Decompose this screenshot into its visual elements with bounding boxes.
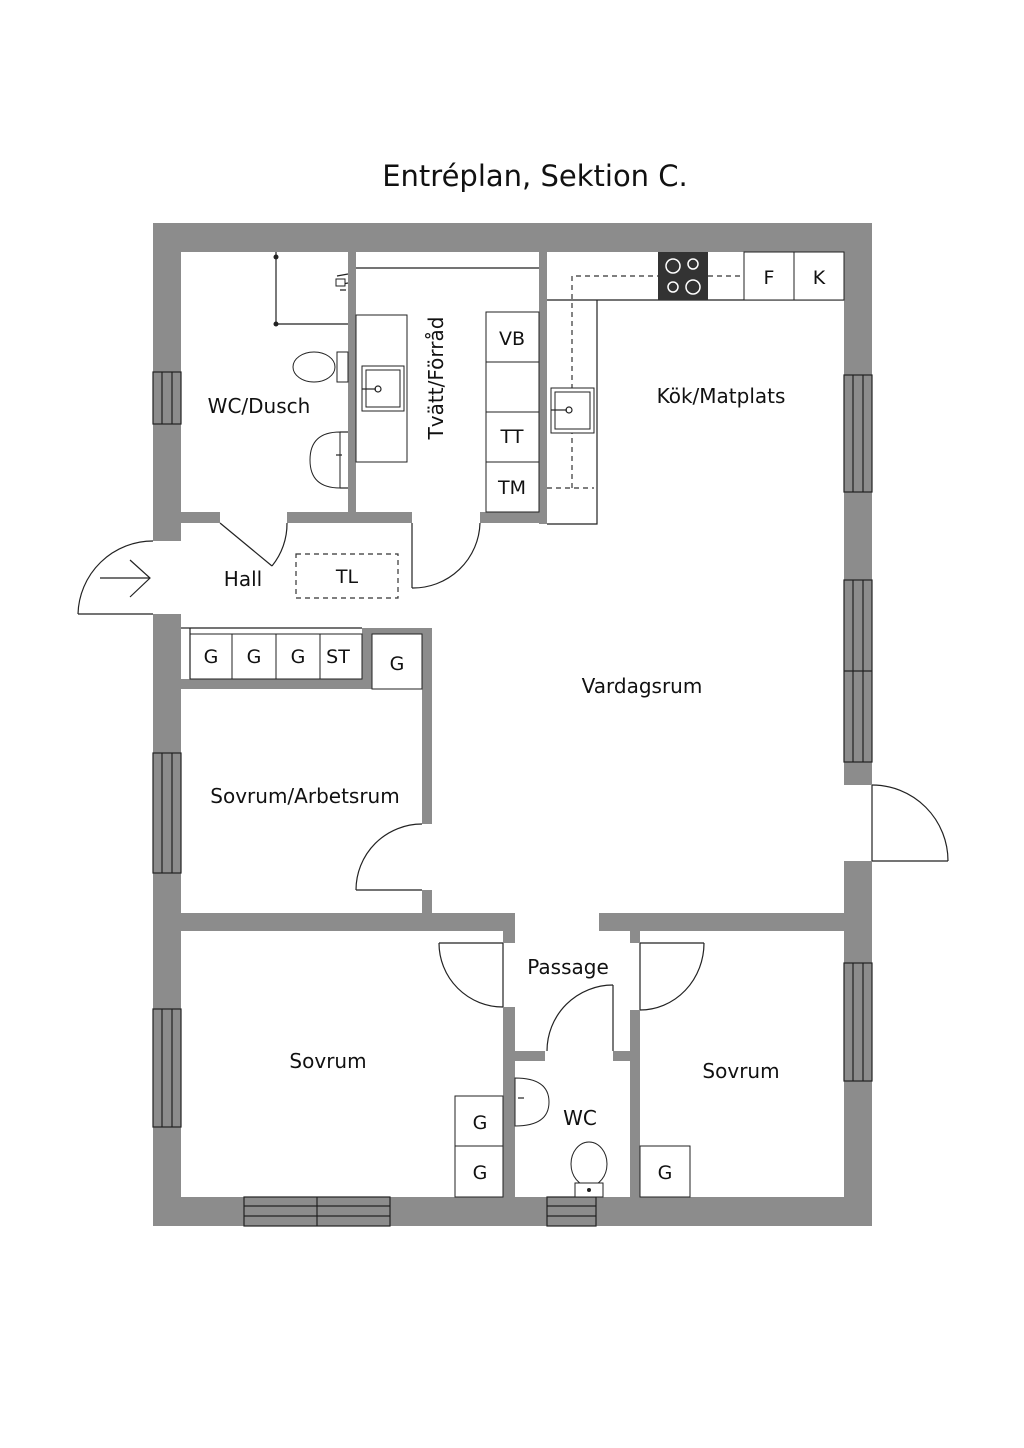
windows: [152, 371, 873, 1227]
walls: [153, 223, 872, 1226]
room-label-vardagsrum: Vardagsrum: [582, 674, 703, 698]
label-g: G: [204, 646, 219, 668]
room-label-kok: Kök/Matplats: [657, 384, 786, 408]
label-g: G: [473, 1112, 488, 1134]
cooktop: [658, 252, 708, 300]
label-f: F: [764, 267, 775, 289]
room-label-sovrum-right: Sovrum: [702, 1059, 779, 1083]
room-label-sovrum-arbetsrum: Sovrum/Arbetsrum: [210, 784, 399, 808]
room-label-wc: WC: [563, 1106, 597, 1130]
room-label-wc-dusch: WC/Dusch: [208, 394, 311, 418]
toilet-wc: [570, 1141, 608, 1187]
label-st: ST: [326, 646, 350, 668]
label-k: K: [813, 267, 826, 289]
label-tt: TT: [500, 426, 524, 448]
room-label-tvatt: Tvätt/Förråd: [424, 317, 448, 441]
shower: [275, 252, 348, 325]
label-vb: VB: [499, 328, 525, 350]
toilet-wc-dusch: [336, 351, 349, 383]
tl-box: [295, 553, 399, 599]
room-label-passage: Passage: [527, 955, 609, 979]
label-g: G: [390, 653, 405, 675]
label-g: G: [291, 646, 306, 668]
label-g: G: [473, 1162, 488, 1184]
label-g: G: [658, 1162, 673, 1184]
room-labels: WC/Dusch Tvätt/Förråd Kök/Matplats Hall …: [208, 317, 786, 1130]
room-label-sovrum-left: Sovrum: [289, 1049, 366, 1073]
label-tm: TM: [497, 477, 526, 499]
fixture-labels: VB TT TM F K TL G G G ST G G G G: [204, 267, 826, 1184]
label-tl: TL: [335, 566, 359, 588]
doors: [77, 522, 949, 1052]
fixtures: [181, 251, 845, 1198]
plan-title: Entréplan, Sektion C.: [382, 159, 688, 193]
label-g: G: [247, 646, 262, 668]
sink-wc: [514, 1077, 550, 1127]
room-label-hall: Hall: [224, 567, 262, 591]
wc-dusch-door[interactable]: [219, 522, 273, 567]
sink-wc-dusch: [309, 431, 341, 489]
